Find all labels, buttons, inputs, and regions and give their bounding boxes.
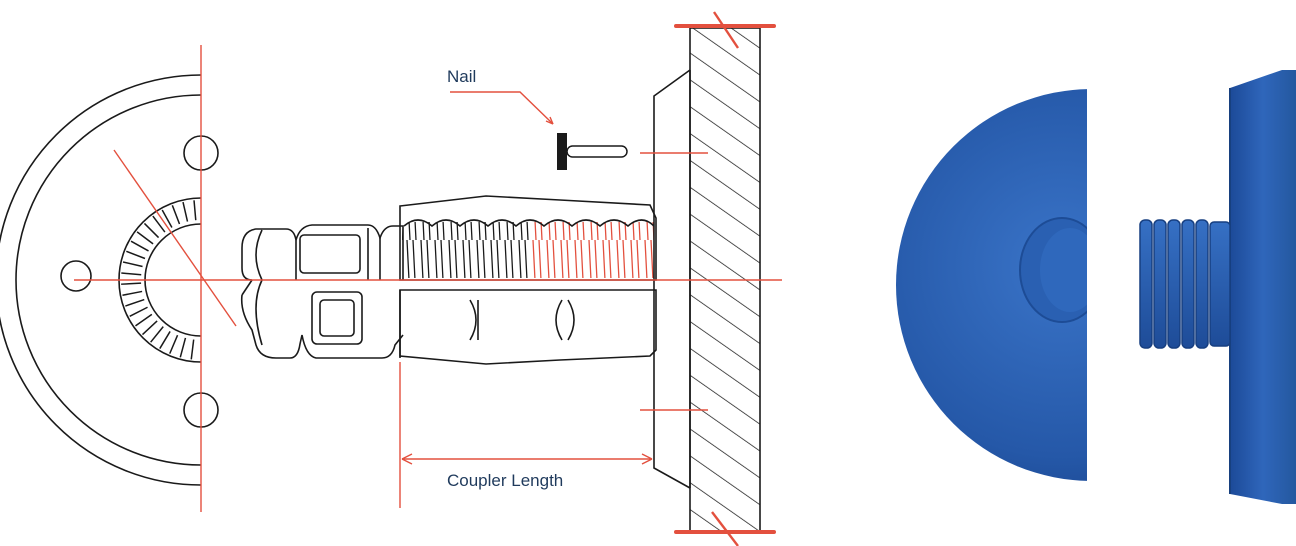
knurl-tick (136, 231, 154, 245)
knurl-tick (126, 250, 146, 260)
knurl-tick (130, 240, 149, 252)
knurl-tick (150, 326, 164, 343)
knurl-tick (179, 337, 187, 358)
knurl-tick (152, 215, 166, 233)
knurl-tick (135, 313, 153, 327)
knurl-tick (182, 201, 189, 222)
bolt-hole-left (60, 260, 92, 292)
nail (557, 133, 628, 170)
knurl-tick (125, 298, 145, 307)
knurl-tick (129, 306, 148, 317)
knurl-tick (169, 334, 179, 354)
blue-cone-photo (1139, 70, 1296, 504)
knurl-tick (143, 222, 160, 239)
diagonal-centerline (113, 149, 237, 327)
formwork-cone (653, 69, 691, 489)
knurl-tick (193, 200, 197, 221)
blue-disk-photo (896, 89, 1087, 481)
knurl-tick (171, 205, 181, 225)
knurl-tick (159, 331, 171, 349)
knurl-tick (190, 339, 195, 360)
knurl-tick (161, 209, 173, 228)
knurl-ticks (121, 200, 197, 360)
nail-label: Nail (447, 67, 476, 86)
bolt-end (240, 224, 404, 359)
knurl-tick (141, 320, 158, 336)
nail-leader (450, 91, 554, 125)
knurl-tick (122, 290, 143, 297)
knurl-tick (122, 261, 143, 268)
coupler-length-label: Coupler Length (447, 471, 563, 490)
knurl-tick (121, 272, 142, 276)
knurl-tick (121, 282, 142, 285)
